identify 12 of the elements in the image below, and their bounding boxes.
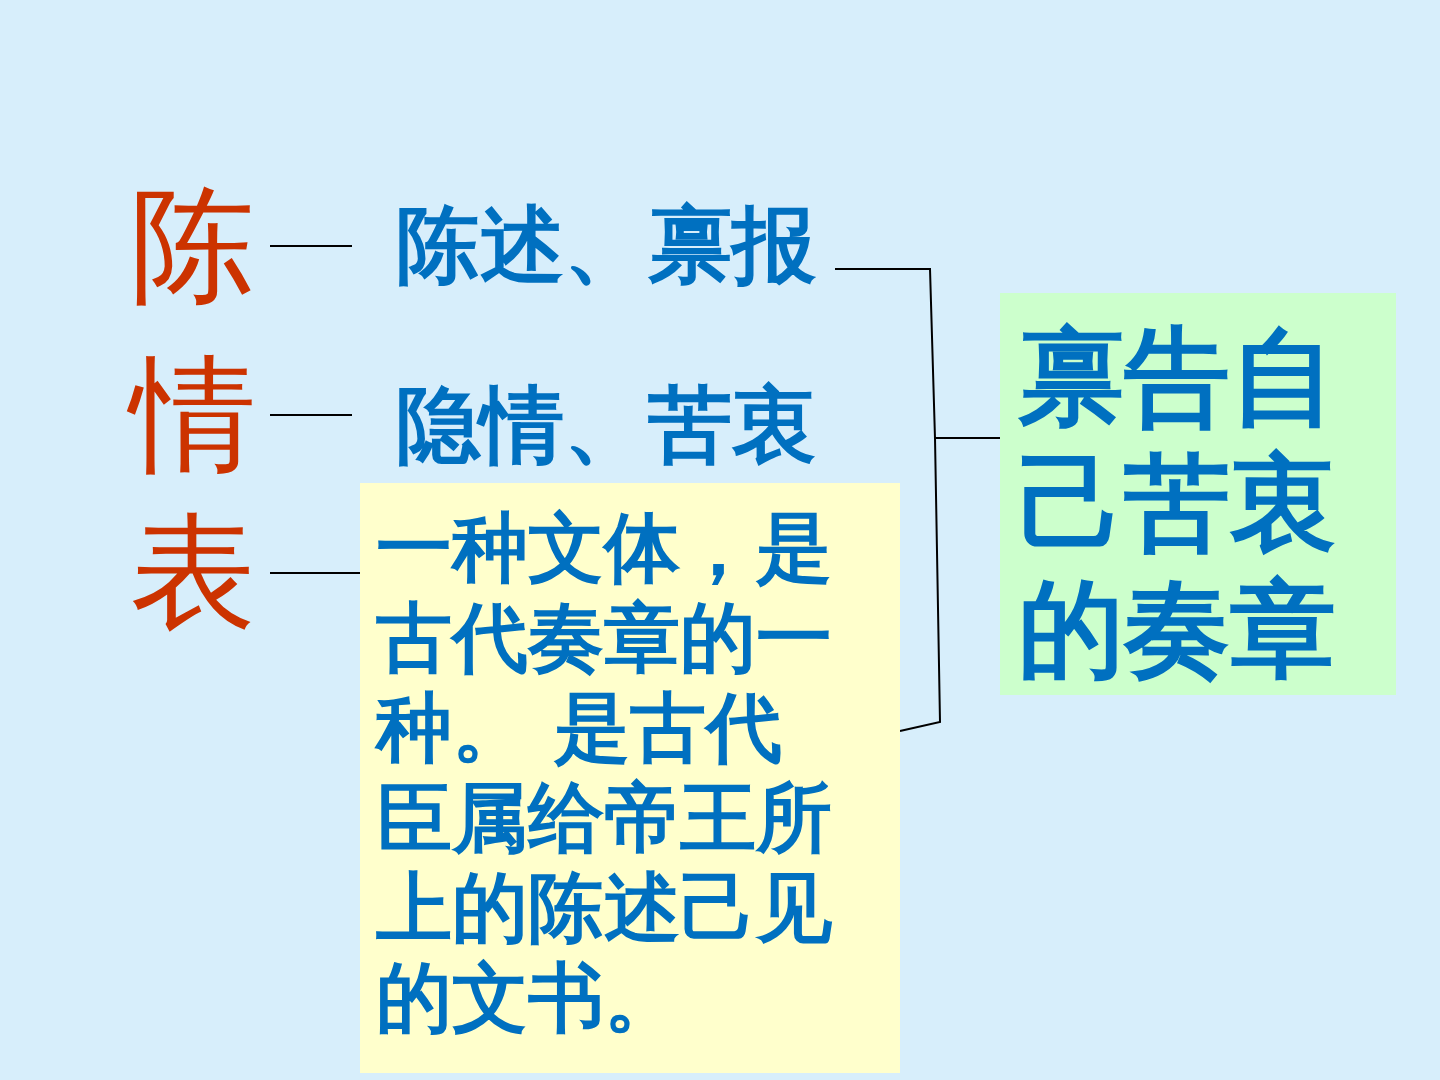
term-text: 陈述、禀报 xyxy=(396,200,817,290)
title-character: 情 xyxy=(126,345,257,485)
title-character: 表 xyxy=(128,503,257,643)
connector-line xyxy=(269,414,353,416)
title-character: 陈 xyxy=(128,176,257,316)
connector-line xyxy=(269,245,353,247)
term-text: 隐情、苦衷 xyxy=(396,380,817,470)
summary-box xyxy=(1000,293,1396,695)
definition-box xyxy=(360,483,900,1073)
connector-line xyxy=(269,572,361,574)
body-text: 一种文体，是古代奏章的一种。 是古代臣属给帝王所上的陈述己见的文书。 xyxy=(376,503,833,1043)
body-text: 禀告自己苦衷的奏章 xyxy=(1018,315,1337,693)
